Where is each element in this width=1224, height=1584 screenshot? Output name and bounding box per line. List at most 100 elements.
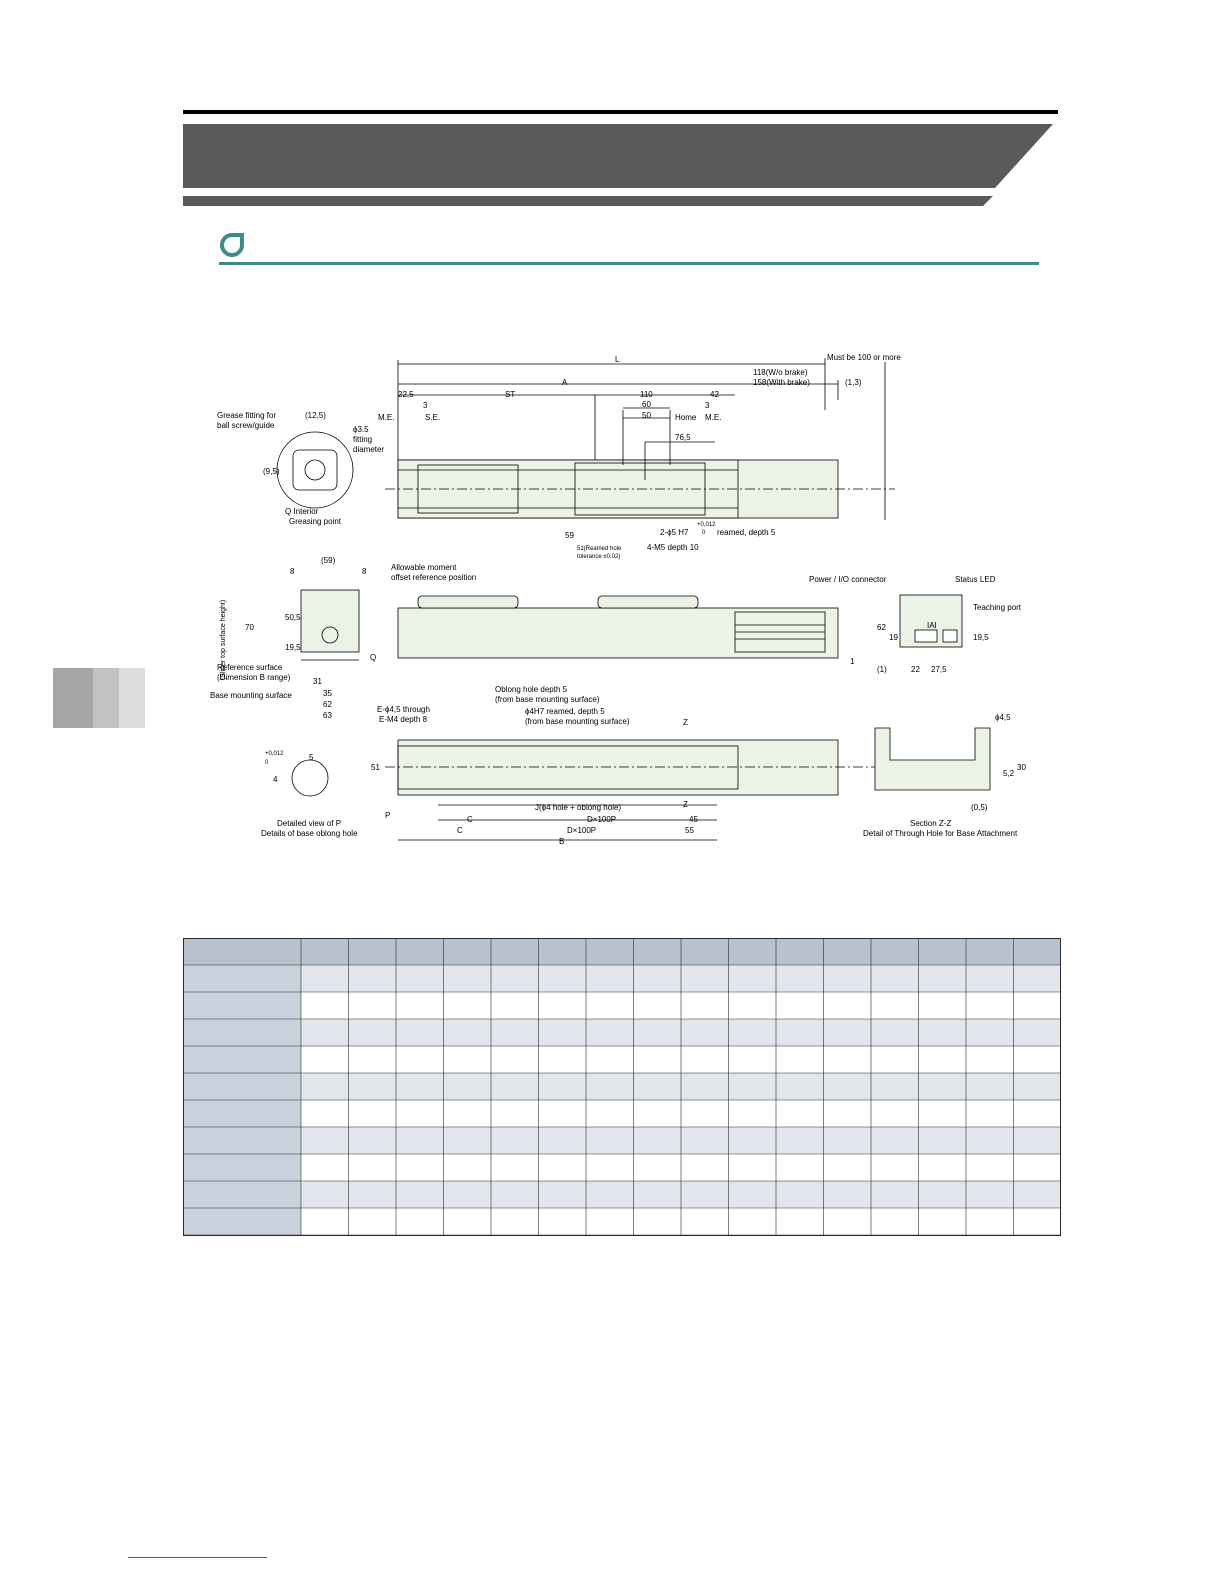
- dim-se: S.E.: [425, 413, 440, 422]
- dim-5-2: 5,2: [1003, 769, 1015, 778]
- note-tol012b: +0,012: [265, 751, 284, 757]
- table-row: [183, 1100, 1061, 1127]
- note-teaching: Teaching port: [973, 603, 1022, 612]
- side-tab: [53, 668, 145, 728]
- dim-59p: (59): [321, 556, 336, 565]
- label-z1: Z: [683, 718, 688, 727]
- dim-110: 110: [640, 390, 653, 399]
- note-reamed-tol2: tolerance ±0,02): [577, 554, 620, 560]
- section-marker-icon: [220, 233, 244, 257]
- note-tol012: +0,012: [697, 522, 716, 528]
- dim-55: 55: [685, 826, 694, 835]
- dim-home: Home: [675, 413, 697, 422]
- note-section2: Detail of Through Hole for Base Attachme…: [863, 829, 1018, 838]
- dim-35: 35: [323, 689, 332, 698]
- table-row: [183, 1019, 1061, 1046]
- dim-22-5: 22,5: [398, 390, 414, 399]
- dim-4: 4: [273, 775, 278, 784]
- dim-3a: 3: [423, 401, 428, 410]
- dimension-drawing: L Must be 100 or more 118(W/o brake) 158…: [210, 353, 1026, 846]
- table-row-label-cell: [183, 992, 301, 1019]
- dim-12-5: (12,5): [305, 411, 326, 420]
- note-greasing: Greasing point: [289, 517, 342, 526]
- table-row: [183, 938, 1061, 965]
- table-row: [183, 1181, 1061, 1208]
- note-phi5: 2-ϕ5 H7: [660, 528, 689, 537]
- logo-iai: IAI: [927, 621, 937, 630]
- dim-d100p2: D×100P: [567, 826, 596, 835]
- table-row-label-cell: [183, 1127, 301, 1154]
- dim-c2: C: [457, 826, 463, 835]
- section-rule: [219, 262, 1039, 265]
- note-allow2: offset reference position: [391, 573, 476, 582]
- dim-27-5: 27,5: [931, 665, 947, 674]
- dim-22: 22: [911, 665, 920, 674]
- dim-j: J(ϕ4 hole + oblong hole): [535, 803, 621, 812]
- note-oblong: Oblong hole depth 5: [495, 685, 568, 694]
- label-q: Q: [370, 653, 376, 662]
- note-detailed: Detailed view of P: [277, 819, 341, 828]
- note-phi4b: (from base mounting surface): [525, 717, 630, 726]
- note-slider-top: (Slider top surface height): [220, 600, 227, 680]
- table-row: [183, 965, 1061, 992]
- dim-me1: M.E.: [378, 413, 394, 422]
- dim-50: 50: [642, 411, 651, 420]
- note-tol0: 0: [702, 530, 706, 536]
- dim-L: L: [615, 355, 620, 364]
- note-tol0b: 0: [265, 760, 269, 766]
- dim-1p: (1): [877, 665, 887, 674]
- table-row: [183, 992, 1061, 1019]
- note-detailed2: Details of base oblong hole: [261, 829, 358, 838]
- dim-d100p1: D×100P: [587, 815, 616, 824]
- dim-59: 59: [565, 531, 574, 540]
- table-row: [183, 1046, 1061, 1073]
- table-row-label-cell: [183, 1181, 301, 1208]
- dim-19-5b: 19,5: [973, 633, 989, 642]
- note-e45: E-ϕ4,5 through: [377, 705, 430, 714]
- dim-phi45: ϕ4,5: [995, 713, 1011, 722]
- table-row: [183, 1154, 1061, 1181]
- label-p: P: [385, 811, 390, 820]
- dim-30: 30: [1017, 763, 1026, 772]
- dim-A: A: [562, 378, 568, 387]
- note-ref-surface: Reference surface: [217, 663, 283, 672]
- dim-1-3: (1,3): [845, 378, 862, 387]
- note-grease2: ball screw/guide: [217, 421, 275, 430]
- note-em4: E-M4 depth 8: [379, 715, 428, 724]
- dim-ST: ST: [505, 390, 515, 399]
- table-row: [183, 1208, 1061, 1235]
- label-z2: Z: [683, 800, 688, 809]
- dim-wo-brake: 118(W/o brake): [753, 368, 808, 377]
- dim-1: 1: [850, 657, 855, 666]
- table-border: [183, 938, 1061, 1236]
- table-row-label-cell: [183, 1046, 301, 1073]
- note-fitting: fitting: [353, 435, 372, 444]
- dim-8a: 8: [290, 567, 295, 576]
- table-row-label-cell: [183, 1073, 301, 1100]
- note-phi4: ϕ4H7 reamed, depth 5: [525, 707, 605, 716]
- note-allow: Allowable moment: [391, 563, 457, 572]
- dim-51: 51: [371, 763, 380, 772]
- note-reamed5: reamed, depth 5: [717, 528, 776, 537]
- table-row-label-cell: [183, 938, 301, 965]
- dim-8b: 8: [362, 567, 367, 576]
- dim-must-be: Must be 100 or more: [827, 353, 901, 362]
- note-reamed-tol: 51(Reamed hole: [577, 546, 622, 552]
- dim-70: 70: [245, 623, 254, 632]
- note-q-interior: Q Interior: [285, 507, 319, 516]
- dim-63: 63: [323, 711, 332, 720]
- dim-19-5: 19,5: [285, 643, 301, 652]
- dim-19: 19: [889, 633, 898, 642]
- dim-31: 31: [313, 677, 322, 686]
- dim-76-5: 76,5: [675, 433, 691, 442]
- footer-link-line: [128, 1557, 267, 1558]
- dim-60: 60: [642, 400, 651, 409]
- table-row-label-cell: [183, 1154, 301, 1181]
- dim-b: B: [559, 837, 564, 846]
- note-diameter: diameter: [353, 445, 384, 454]
- note-base-mount: Base mounting surface: [210, 691, 292, 700]
- dim-50-5: 50,5: [285, 613, 301, 622]
- dim-45: 45: [689, 815, 698, 824]
- title-band: [183, 196, 993, 206]
- table-row-label-cell: [183, 1208, 301, 1235]
